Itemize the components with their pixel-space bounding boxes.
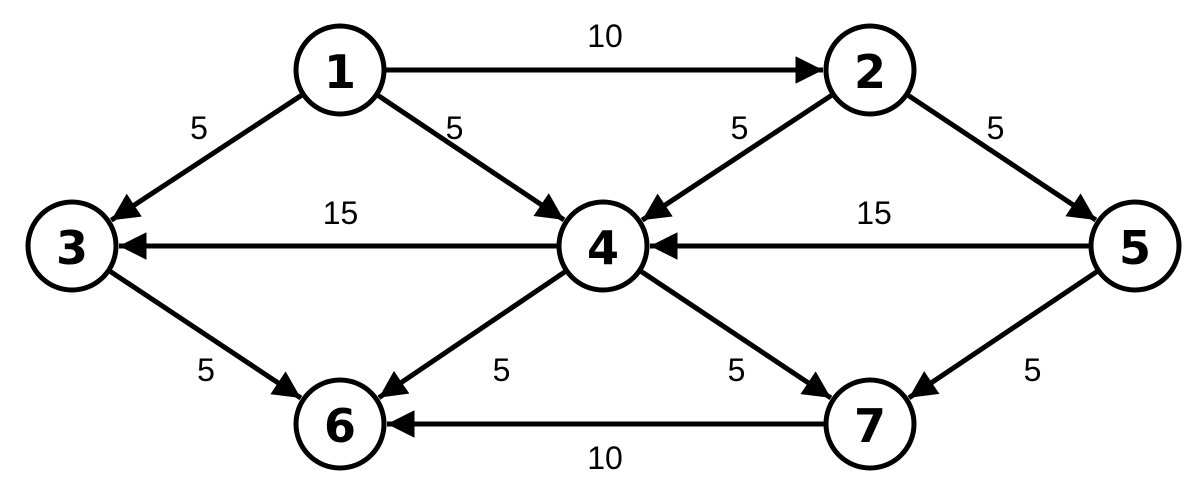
node-2: 2 [823, 23, 917, 117]
node-2-label: 2 [854, 45, 886, 99]
edge-4-to-7-weight-label: 5 [728, 352, 746, 388]
node-7-circle [823, 377, 917, 471]
edge-4-to-6-weight-label: 5 [493, 352, 511, 388]
edge-4-to-6-arrow [377, 269, 567, 400]
edge-2-to-4-weight-label: 5 [731, 110, 749, 146]
node-7-label: 7 [854, 399, 886, 453]
node-2-circle [823, 23, 917, 117]
node-6-circle [293, 377, 387, 471]
edge-3-to-6-weight-label: 5 [197, 352, 215, 388]
edge-labels: 10 5 5 5 5 15 15 5 5 5 5 10 [190, 18, 1041, 476]
node-6: 6 [293, 377, 387, 471]
node-3: 3 [25, 199, 119, 293]
edge-2-to-4-arrow [640, 93, 833, 223]
node-1: 1 [293, 23, 387, 117]
node-5: 5 [1088, 199, 1182, 293]
edges [108, 56, 1099, 438]
node-5-label: 5 [1119, 221, 1151, 275]
edge-5-to-7-weight-label: 5 [1024, 352, 1042, 388]
node-4-label: 4 [587, 221, 619, 275]
node-1-circle [293, 23, 387, 117]
edge-2-to-5-weight-label: 5 [987, 110, 1005, 146]
edge-1-to-4-arrow [376, 93, 566, 222]
edge-5-to-7-arrow [907, 269, 1099, 400]
node-4-circle [556, 199, 650, 293]
node-3-label: 3 [56, 221, 88, 275]
edge-1-to-3-weight-label: 5 [190, 110, 208, 146]
edge-7-to-6-weight-label: 10 [587, 440, 623, 476]
edge-1-to-2-weight-label: 10 [587, 18, 623, 54]
edge-2-to-5-arrow [906, 93, 1098, 223]
edge-4-to-7-arrow [639, 269, 833, 401]
node-3-circle [25, 199, 119, 293]
node-6-label: 6 [324, 399, 356, 453]
nodes: 1 2 3 4 5 6 7 [25, 23, 1182, 471]
edge-1-to-4-weight-label: 5 [446, 110, 464, 146]
edge-4-to-3-weight-label: 15 [323, 195, 359, 231]
node-7: 7 [823, 377, 917, 471]
edge-1-to-3-arrow [109, 93, 303, 223]
node-5-circle [1088, 199, 1182, 293]
node-4: 4 [556, 199, 650, 293]
edge-3-to-6-arrow [108, 269, 303, 401]
node-1-label: 1 [324, 45, 356, 99]
edge-5-to-4-weight-label: 15 [856, 195, 892, 231]
